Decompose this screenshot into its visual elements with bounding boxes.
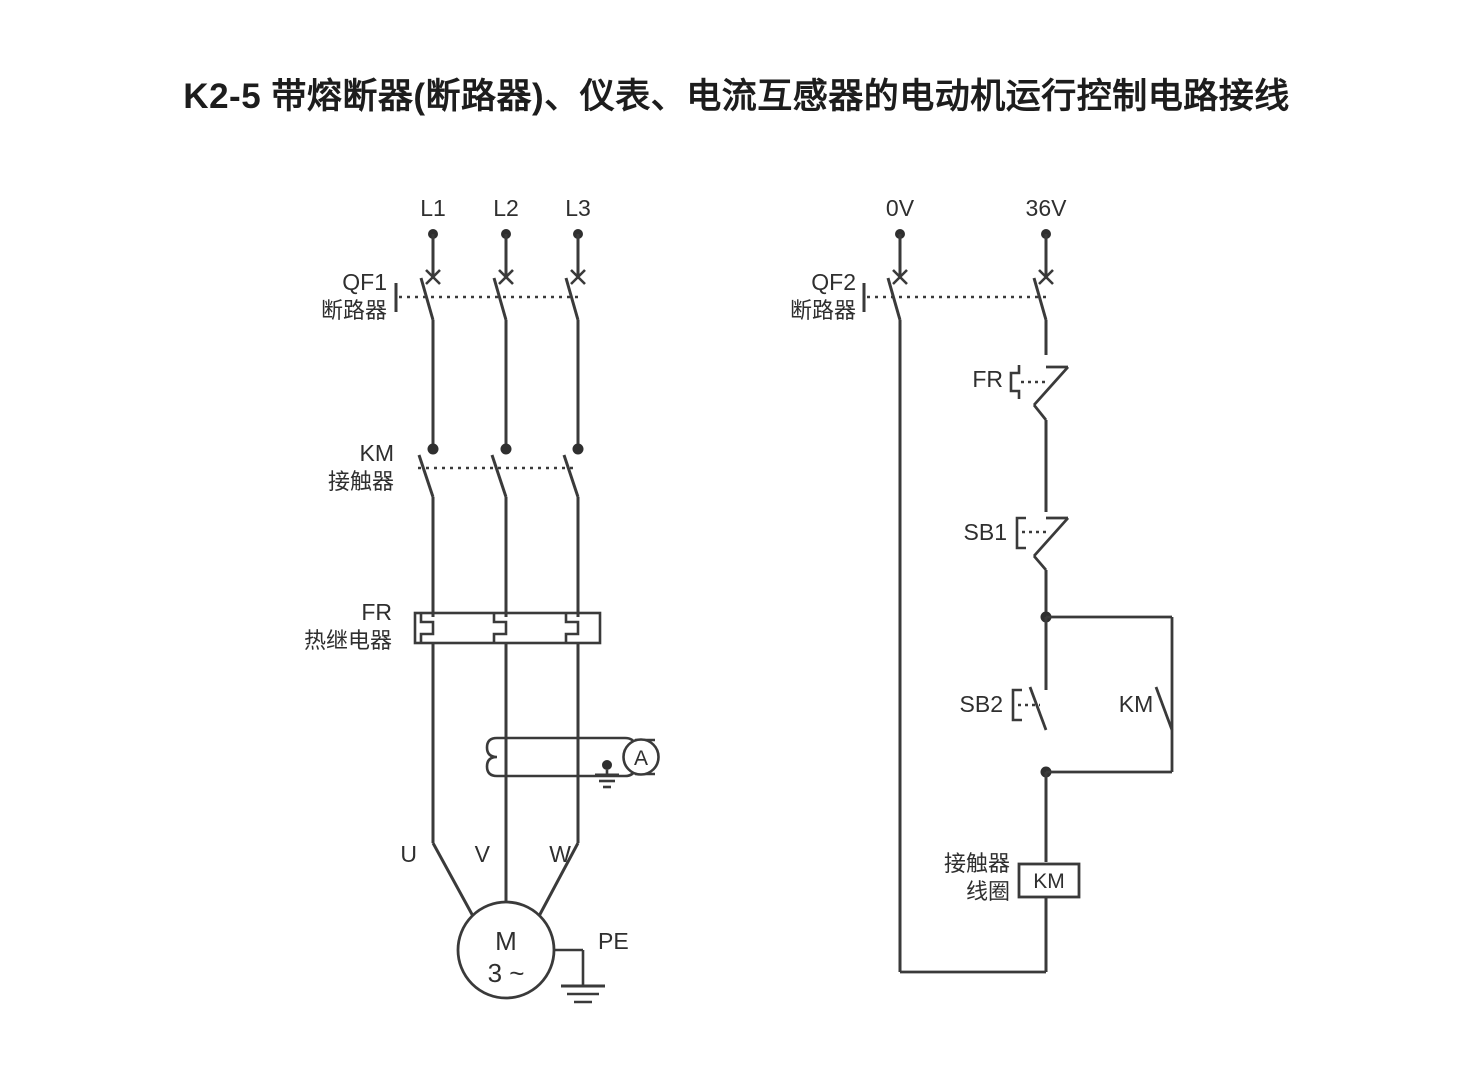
qf2-pole-2 (1032, 277, 1048, 355)
control-terminal-36v: 36V (1026, 195, 1068, 285)
motor-phase-label: 3 ~ (488, 958, 525, 988)
motor-terminal-label-v: V (475, 841, 491, 867)
device-km-main-contacts[interactable]: KM 接触器 (328, 440, 584, 617)
motor-terminal-label-w: W (549, 841, 571, 867)
km-name-label: 接触器 (328, 469, 394, 494)
terminal-label-l3: L3 (565, 195, 591, 221)
fuse-x-mark-l2 (498, 269, 514, 285)
control-terminal-0v: 0V (886, 195, 915, 285)
fr-contact-hinge (1032, 404, 1048, 421)
motor-lead-u (431, 842, 476, 919)
fr-heater-3 (564, 613, 580, 643)
km-aux-tag-label: KM (1119, 691, 1154, 717)
device-km-coil[interactable]: 接触器 线圈 KM (944, 851, 1081, 972)
km-pole-2-node (500, 443, 512, 455)
device-sb1-stop-button[interactable]: SB1 (964, 516, 1070, 617)
device-sb2-start-button[interactable]: SB2 (960, 686, 1048, 731)
qf1-pole-3 (564, 277, 580, 446)
km-coil-box (1017, 862, 1081, 899)
supply-terminal-l2: L2 (493, 195, 519, 285)
fuse-x-mark-l1 (425, 269, 441, 285)
qf1-pole-2 (492, 277, 508, 446)
fr-name-label: 热继电器 (304, 628, 392, 653)
terminal-label-l2: L2 (493, 195, 519, 221)
fr-thermal-actuator-glyph (1009, 365, 1021, 399)
qf2-name-label: 断路器 (790, 298, 856, 323)
terminal-label-0v: 0V (886, 195, 915, 221)
qf1-pole-1 (419, 277, 435, 446)
supply-terminal-l1: L1 (420, 195, 446, 285)
km-coil-name-line1: 接触器 (944, 851, 1010, 876)
device-fr-thermal-relay[interactable]: FR 热继电器 (304, 599, 602, 843)
page-title: K2-5 带熔断器(断路器)、仪表、电流互感器的电动机运行控制电路接线 (183, 77, 1290, 116)
pe-label: PE (598, 928, 629, 954)
device-qf2-breaker[interactable]: QF2 断路器 (790, 269, 1048, 972)
qf1-name-label: 断路器 (321, 298, 387, 323)
fr-contact-tag-label: FR (972, 366, 1003, 392)
km-tag-label: KM (360, 440, 395, 466)
seal-in-branch (1040, 611, 1174, 862)
km-coil-tag-label: KM (1033, 870, 1065, 893)
ct-core-outline (485, 736, 637, 778)
supply-terminal-l3: L3 (565, 195, 591, 285)
km-pole-2 (490, 443, 512, 617)
km-pole-3-node (572, 443, 584, 455)
km-pole-3 (562, 443, 584, 617)
fr-tag-label: FR (361, 599, 392, 625)
qf2-tag-label: QF2 (811, 269, 856, 295)
device-fr-nc-contact[interactable]: FR (972, 365, 1070, 512)
sb1-tag-label: SB1 (964, 519, 1007, 545)
fr-heater-1 (419, 613, 435, 643)
fuse-x-mark-36v (1038, 269, 1054, 285)
motor-symbol-label: M (495, 926, 517, 956)
fr-body-rect (413, 611, 602, 645)
sb2-blade (1028, 686, 1048, 731)
motor-pe-earth: PE (554, 928, 629, 1004)
device-km-aux-contact[interactable]: KM (1119, 686, 1174, 731)
ct-earth-symbol (595, 760, 619, 789)
qf1-tag-label: QF1 (342, 269, 387, 295)
terminal-label-l1: L1 (420, 195, 446, 221)
ammeter-circle (622, 738, 660, 776)
qf2-pole-1 (886, 277, 902, 972)
sb1-hinge (1032, 555, 1048, 571)
sb2-actuator-bracket (1011, 688, 1022, 722)
km-aux-blade (1154, 686, 1174, 731)
fr-contact-blade (1032, 366, 1070, 406)
km-coil-name-line2: 线圈 (966, 879, 1010, 904)
motor-lead-w (536, 842, 580, 919)
motor[interactable]: M 3 ~ (456, 900, 556, 1000)
sb1-actuator-bracket (1015, 516, 1026, 550)
sb2-tag-label: SB2 (960, 691, 1003, 717)
device-current-transformer[interactable]: A (485, 736, 660, 789)
terminal-label-36v: 36V (1026, 195, 1068, 221)
fr-heater-2 (492, 613, 508, 643)
motor-terminal-label-u: U (400, 841, 417, 867)
fuse-x-mark-0v (892, 269, 908, 285)
km-pole-1 (417, 443, 439, 617)
fuse-x-mark-l3 (570, 269, 586, 285)
device-qf1-breaker[interactable]: QF1 断路器 (321, 269, 580, 446)
ammeter-label: A (634, 747, 648, 770)
ct-earth-node (602, 760, 612, 770)
ammeter[interactable]: A (622, 738, 660, 776)
km-pole-1-node (427, 443, 439, 455)
sb1-blade (1032, 517, 1070, 557)
